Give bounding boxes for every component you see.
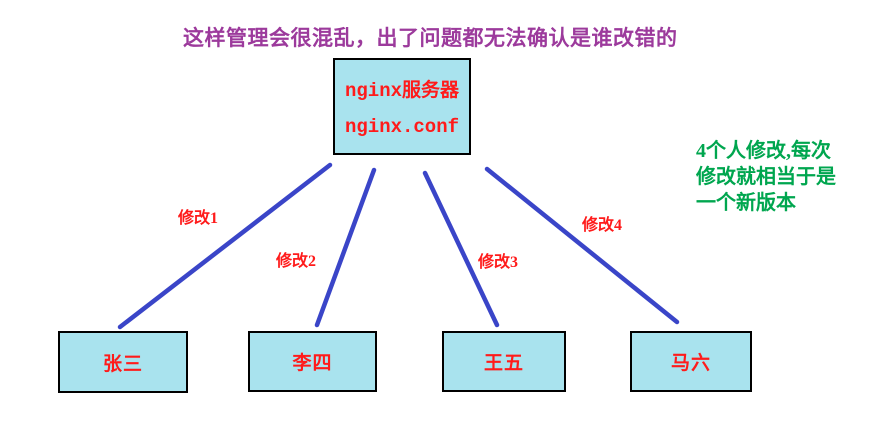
user-box-2: 李四 (248, 331, 377, 392)
user-box-3: 王五 (442, 331, 566, 392)
edge-label-modify-1: 修改1 (178, 210, 219, 227)
user-name-3: 王五 (483, 353, 524, 374)
nginx-conf-label: nginx.conf (344, 116, 460, 138)
user-name-1: 张三 (102, 353, 143, 375)
edge-label-modify-3: 修改3 (478, 254, 519, 271)
user-box-1: 张三 (58, 331, 188, 393)
version-note: 4个人修改,每次 修改就相当于是 一个新版本 (696, 138, 866, 216)
user-name-4: 马六 (670, 353, 711, 374)
user-name-2: 李四 (292, 353, 333, 374)
edge-label-modify-2: 修改2 (276, 253, 317, 270)
edge-line-2 (314, 167, 377, 328)
diagram-title: 这样管理会很混乱，出了问题都无法确认是谁改错的 (183, 26, 678, 50)
user-box-4: 马六 (630, 331, 752, 392)
version-note-line-1: 4个人修改,每次 (696, 140, 831, 162)
edge-line-1 (117, 162, 333, 330)
edge-line-4 (484, 166, 680, 325)
nginx-server-label: nginx服务器 (344, 80, 459, 102)
edge-label-modify-4: 修改4 (582, 217, 623, 234)
nginx-server-box: nginx服务器 nginx.conf (333, 58, 471, 155)
version-note-line-2: 修改就相当于是 (696, 166, 836, 188)
version-note-line-3: 一个新版本 (696, 192, 796, 214)
